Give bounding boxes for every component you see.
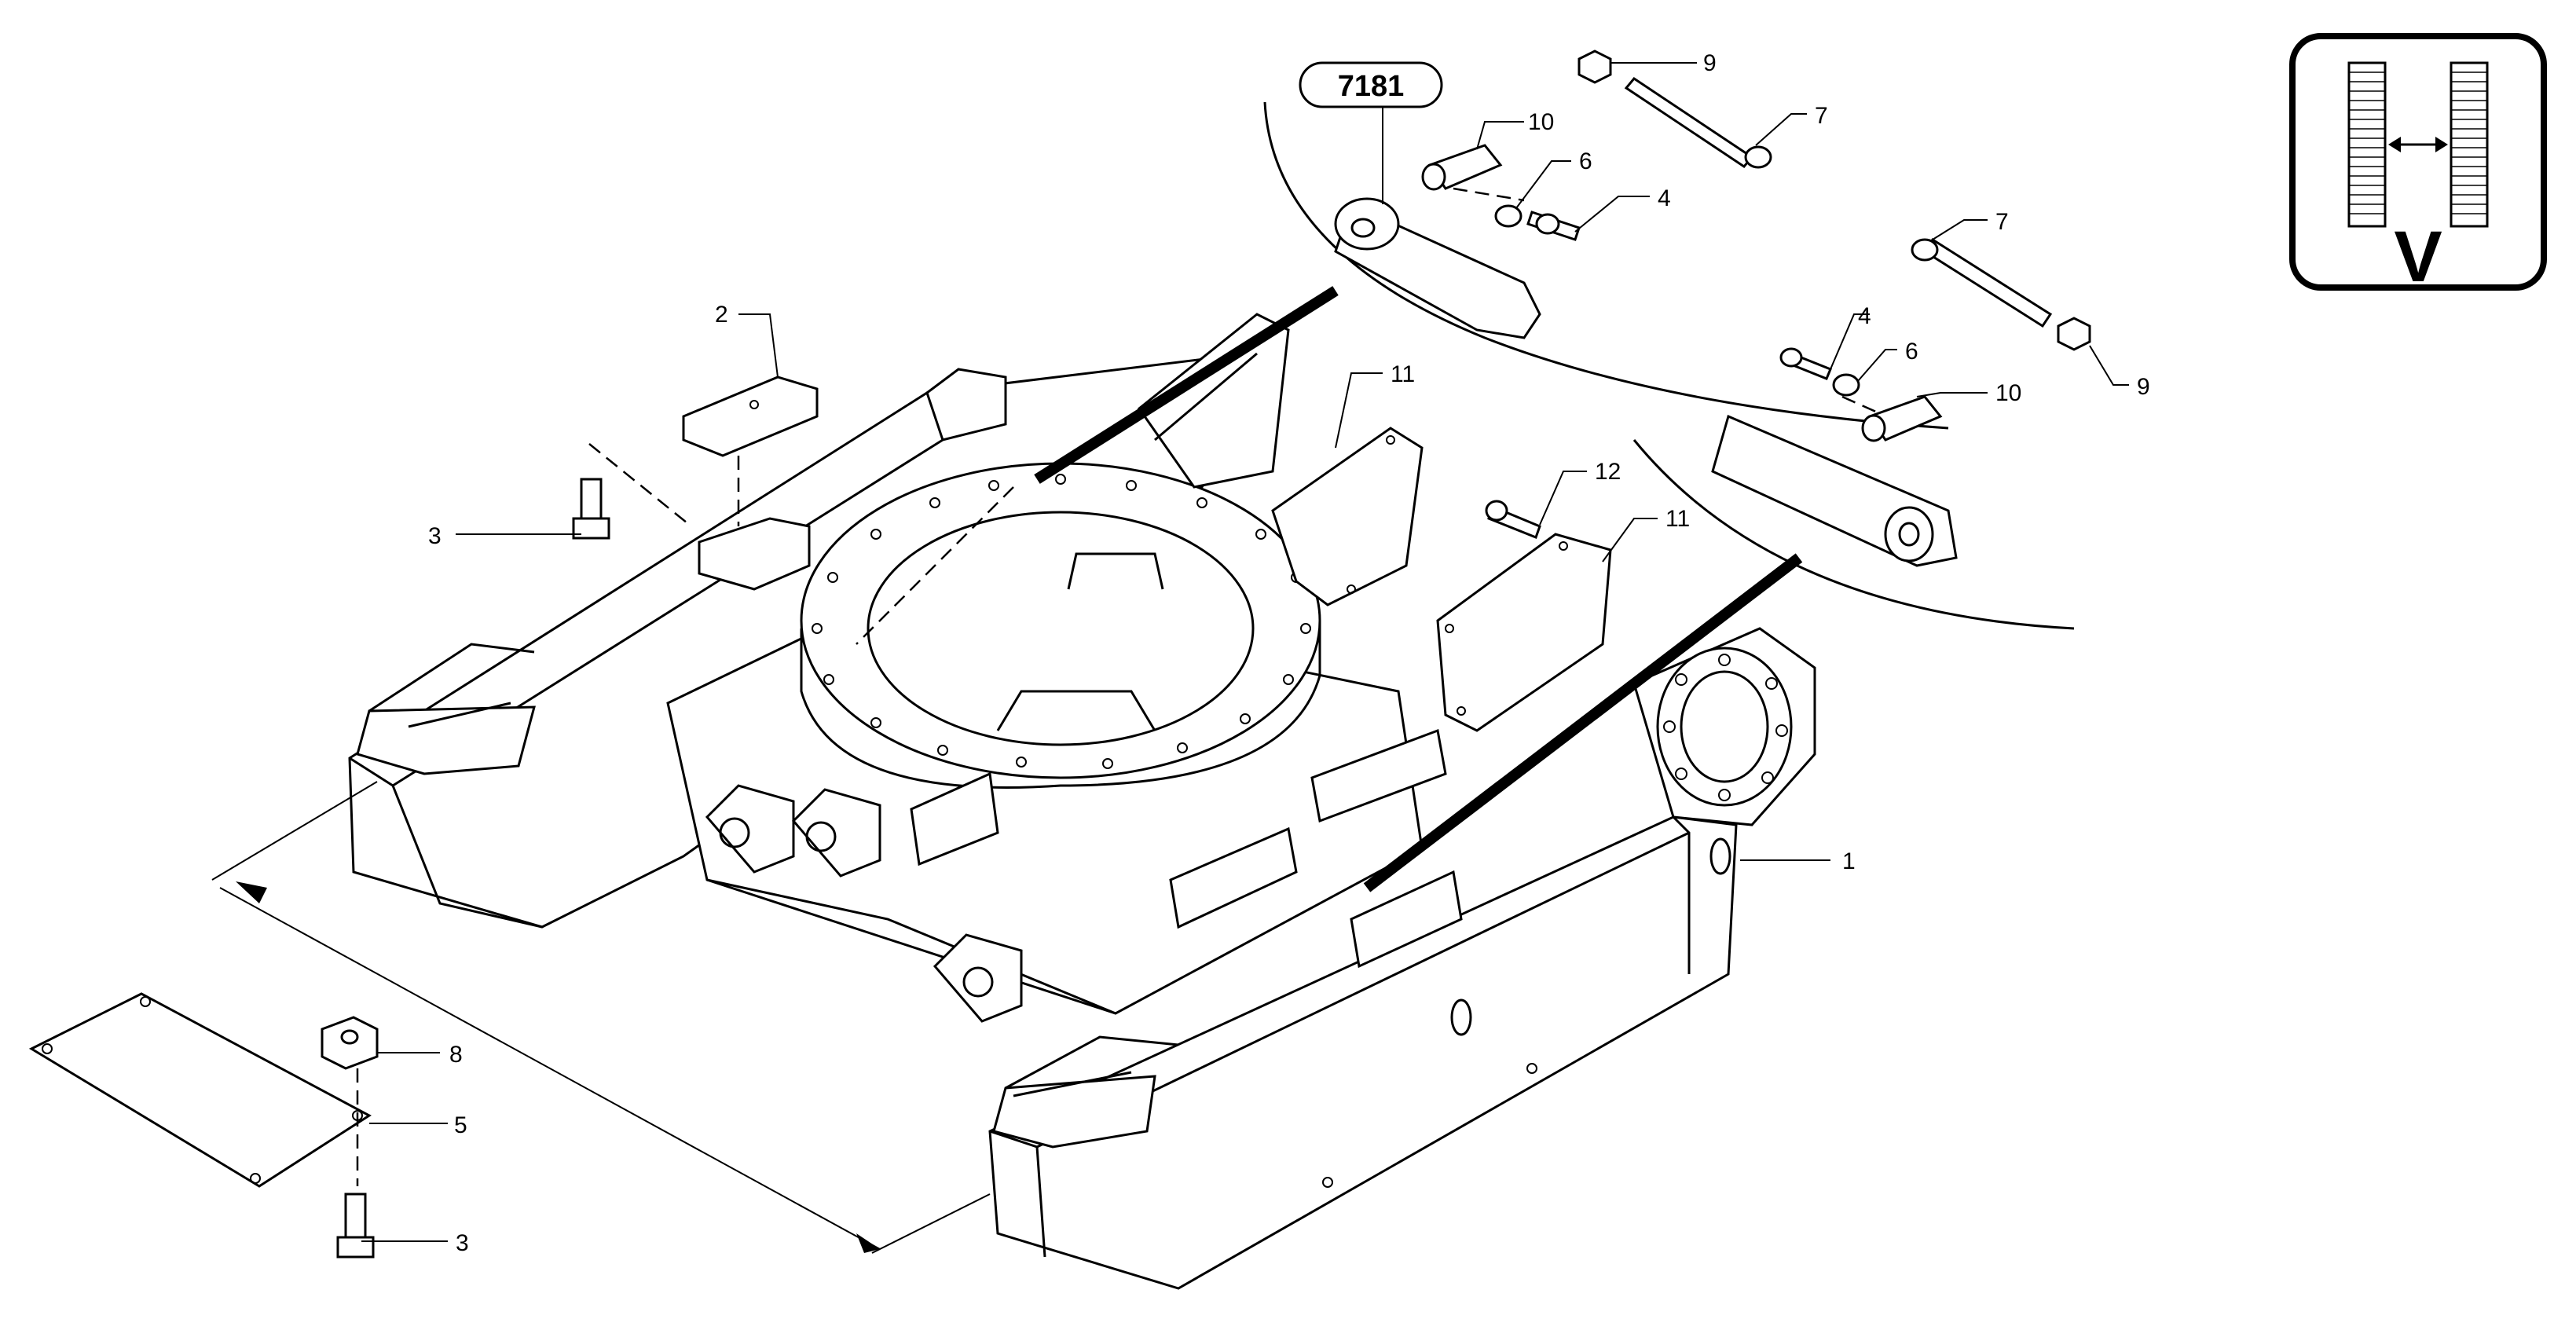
callout-4-lower: 4 [1858,303,1871,329]
clip-2 [682,376,819,457]
callout-12: 12 [1595,459,1621,485]
callout-6-upper: 6 [1579,148,1592,174]
ref-assembly-7181 [1334,102,1541,339]
track-width-dimension [211,781,991,1254]
callout-10-upper: 10 [1528,109,1554,135]
callout-4-upper: 4 [1658,185,1671,211]
bolt-3a [572,478,610,540]
callout-7-lower: 7 [1995,209,2009,235]
callout-9-upper: 9 [1703,50,1717,76]
callout-1: 1 [1842,848,1856,874]
cover-plate-11a [1271,427,1424,606]
bolt-12 [1485,500,1541,539]
callout-9-lower: 9 [2137,374,2150,400]
bolt-3b [336,1193,375,1259]
callout-10-lower: 10 [1995,380,2021,406]
bolt-4a [1526,211,1581,241]
callout-labels: 1 2 3 3 4 4 5 6 6 7 7 8 9 9 10 10 11 11 … [428,50,2150,1256]
cylinder-right [1711,414,1958,567]
callout-8: 8 [449,1042,463,1068]
sprocket-bolt-holes [1663,654,1788,801]
callout-3-upper: 3 [428,523,442,549]
callout-2: 2 [715,302,728,328]
track-width-adjust-icon [2347,61,2489,228]
view-symbol-letter: V [2394,217,2442,297]
reference-badge: 7181 [1299,61,1443,108]
cover-plate-11b [1436,533,1612,732]
leader-lines [361,62,2129,1242]
washer-6b [1832,373,1860,397]
callout-11-upper: 11 [1391,361,1415,387]
cage-nut-8 [321,1016,379,1070]
pin-10a [1421,144,1503,191]
undercarriage-frame [348,313,1816,1290]
bolt-4b [1779,347,1832,380]
nut-9b [2057,317,2091,351]
long-bolt-7a [1624,77,1772,169]
washer-6a [1494,204,1523,228]
bracket-mount [698,517,811,591]
callout-7-upper: 7 [1815,103,1828,129]
view-symbol: V [2289,33,2547,297]
pin-10b [1861,395,1943,442]
callout-11-lower: 11 [1665,506,1690,532]
callout-6-lower: 6 [1905,339,1918,365]
detail-view-outline [856,101,2075,892]
reference-badge-text: 7181 [1338,70,1405,103]
long-bolt-7b [1911,237,2053,328]
nut-9a [1577,49,1612,84]
callout-5: 5 [454,1112,467,1138]
bottom-cover-plate-5 [28,992,372,1188]
callout-3-lower: 3 [456,1230,469,1256]
